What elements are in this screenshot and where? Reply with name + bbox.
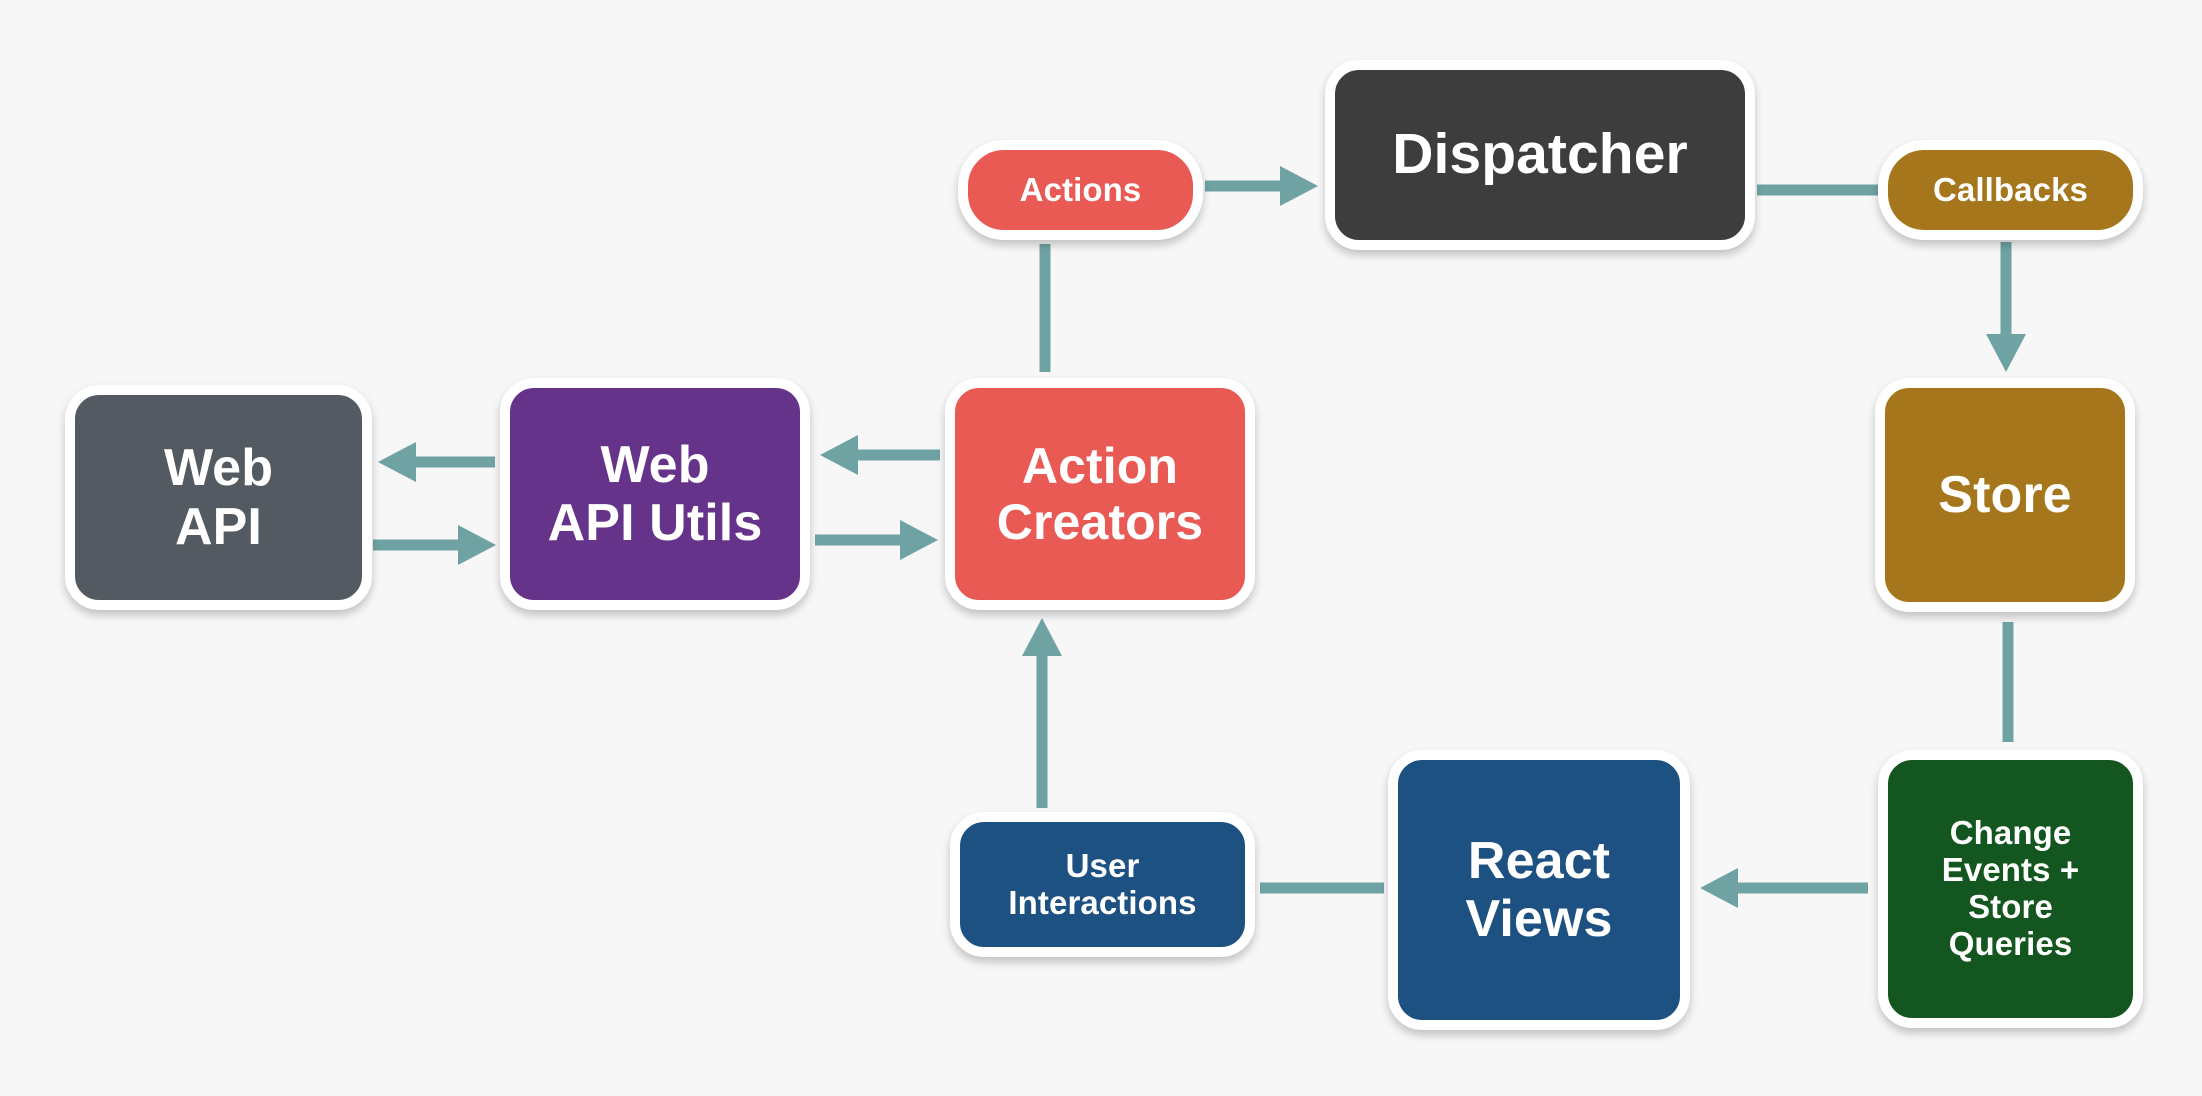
edge-web-api-utils-to-action-creators bbox=[815, 520, 938, 560]
node-action-creators[interactable]: Action Creators bbox=[945, 378, 1255, 610]
edge-arrowhead bbox=[458, 525, 496, 565]
node-label-store: Store bbox=[1938, 465, 2072, 524]
node-callbacks[interactable]: Callbacks bbox=[1878, 140, 2143, 240]
node-label-dispatcher: Dispatcher bbox=[1392, 122, 1688, 187]
edge-arrowhead bbox=[1280, 166, 1318, 206]
node-store[interactable]: Store bbox=[1875, 378, 2135, 612]
node-label-react-views: React Views bbox=[1465, 831, 1613, 948]
edge-arrowhead bbox=[1986, 334, 2026, 372]
node-label-web-api-utils: Web API Utils bbox=[547, 435, 763, 552]
node-actions[interactable]: Actions bbox=[958, 140, 1203, 240]
node-dispatcher[interactable]: Dispatcher bbox=[1325, 60, 1755, 250]
node-label-actions: Actions bbox=[1019, 170, 1142, 208]
edge-change-events-to-react-views bbox=[1700, 868, 1868, 908]
node-react-views[interactable]: React Views bbox=[1388, 750, 1690, 1030]
node-label-change-events-store-queries: Change Events + Store Queries bbox=[1941, 814, 2080, 962]
node-label-action-creators: Action Creators bbox=[996, 438, 1204, 550]
node-change-events-store-queries[interactable]: Change Events + Store Queries bbox=[1878, 750, 2143, 1028]
edge-action-creators-to-web-api-utils bbox=[820, 435, 940, 475]
edge-callbacks-to-store bbox=[1986, 242, 2026, 372]
edge-arrowhead bbox=[1700, 868, 1738, 908]
node-label-web-api: Web API bbox=[163, 439, 274, 556]
node-web-api[interactable]: Web API bbox=[65, 385, 372, 610]
node-label-callbacks: Callbacks bbox=[1933, 170, 2088, 208]
node-web-api-utils[interactable]: Web API Utils bbox=[500, 378, 810, 610]
edge-web-api-to-web-api-utils bbox=[373, 525, 496, 565]
node-label-user-interactions: User Interactions bbox=[1008, 846, 1197, 921]
edge-arrowhead bbox=[900, 520, 938, 560]
edge-user-interactions-to-action-creators bbox=[1022, 618, 1062, 808]
edge-arrowhead bbox=[1022, 618, 1062, 656]
node-user-interactions[interactable]: User Interactions bbox=[950, 812, 1255, 957]
edge-arrowhead bbox=[820, 435, 858, 475]
edge-arrowhead bbox=[378, 442, 416, 482]
edge-actions-to-dispatcher bbox=[1205, 166, 1318, 206]
edge-web-api-utils-to-web-api bbox=[378, 442, 495, 482]
